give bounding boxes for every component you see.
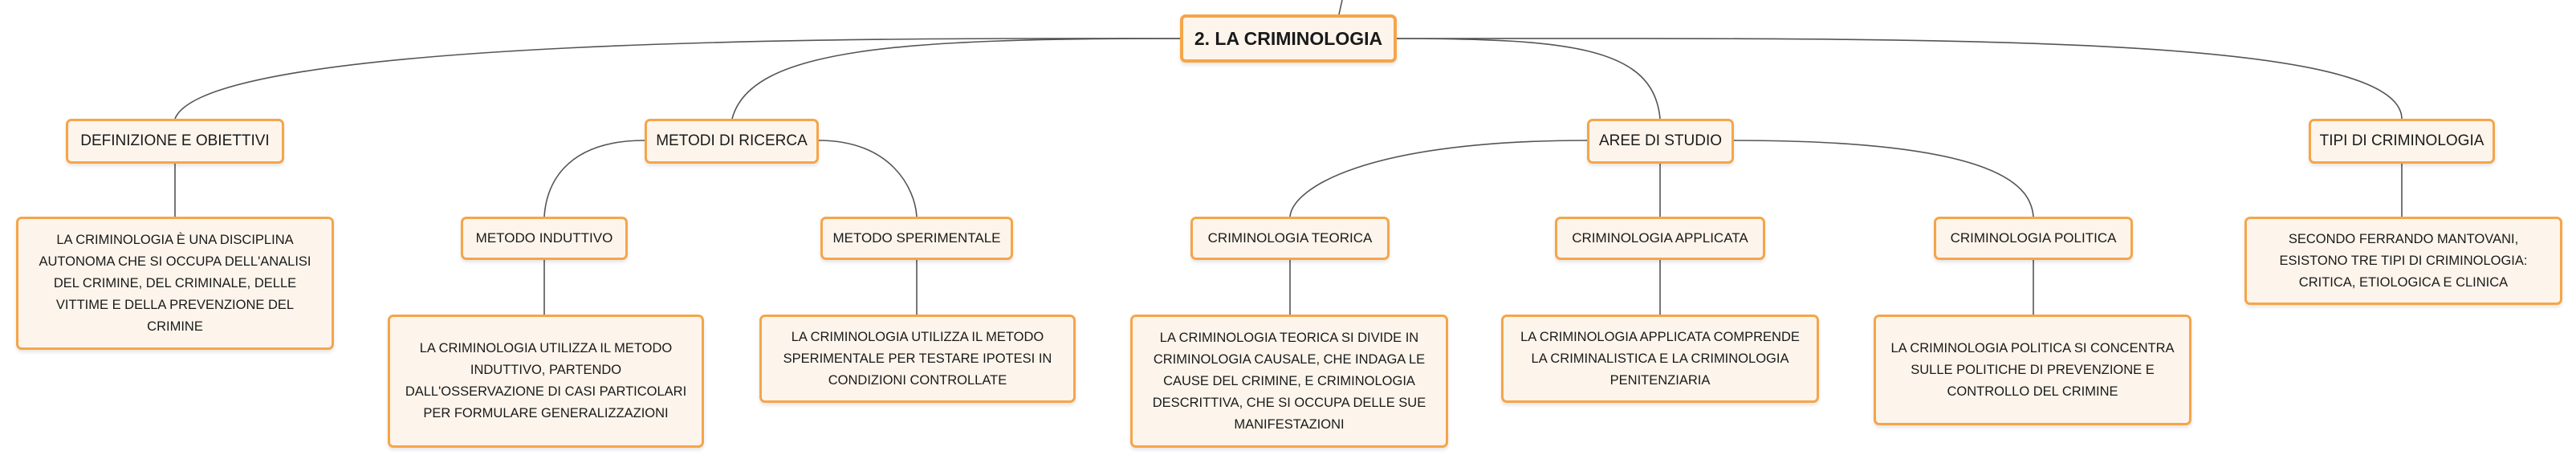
node-criminologia-applicata[interactable]: CRIMINOLOGIA APPLICATA [1555, 217, 1765, 260]
node-criminologia-teorica[interactable]: CRIMINOLOGIA TEORICA [1190, 217, 1390, 260]
connector-metodi-sperimentale [818, 140, 918, 217]
root-node[interactable]: 2. LA CRIMINOLOGIA [1180, 14, 1397, 63]
note-tipi-di-criminologia: SECONDO FERRANDO MANTOVANI, ESISTONO TRE… [2244, 217, 2562, 305]
branch-tipi-di-criminologia[interactable]: TIPI DI CRIMINOLOGIA [2309, 119, 2495, 164]
note-definizione: LA CRIMINOLOGIA È UNA DISCIPLINA AUTONOM… [16, 217, 334, 350]
branch-aree-di-studio[interactable]: AREE DI STUDIO [1587, 119, 1734, 164]
note-metodo-sperimentale: LA CRIMINOLOGIA UTILIZZA IL METODO SPERI… [759, 315, 1076, 403]
branch-definizione-obiettivi[interactable]: DEFINIZIONE E OBIETTIVI [66, 119, 284, 164]
connector-root-aree [1396, 38, 1661, 120]
note-criminologia-applicata: LA CRIMINOLOGIA APPLICATA COMPRENDE LA C… [1501, 315, 1819, 403]
note-criminologia-teorica: LA CRIMINOLOGIA TEORICA SI DIVIDE IN CRI… [1130, 315, 1448, 448]
connector-metodi-induttivo [543, 140, 645, 217]
branch-metodi-di-ricerca[interactable]: METODI DI RICERCA [645, 119, 819, 164]
connector-parent [1338, 0, 1343, 15]
note-criminologia-politica: LA CRIMINOLOGIA POLITICA SI CONCENTRA SU… [1874, 315, 2191, 425]
note-metodo-induttivo: LA CRIMINOLOGIA UTILIZZA IL METODO INDUT… [388, 315, 704, 448]
connector-root-definizione [174, 38, 1181, 120]
connector-root-tipi [1396, 38, 2403, 120]
connector-aree-teorica [1289, 140, 1588, 217]
node-metodo-induttivo[interactable]: METODO INDUTTIVO [461, 217, 628, 260]
node-metodo-sperimentale[interactable]: METODO SPERIMENTALE [820, 217, 1013, 260]
node-criminologia-politica[interactable]: CRIMINOLOGIA POLITICA [1934, 217, 2133, 260]
connector-root-metodi [731, 38, 1181, 120]
connector-aree-politica [1733, 140, 2034, 217]
